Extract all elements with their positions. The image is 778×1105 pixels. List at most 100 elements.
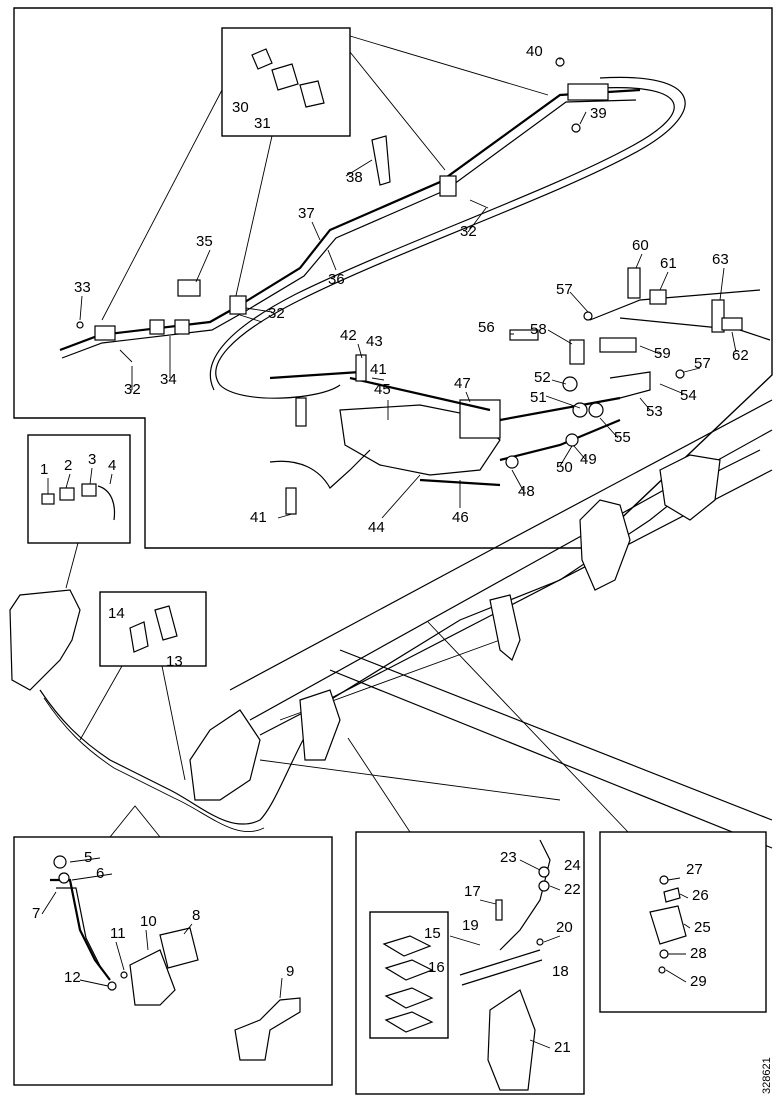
callout-50: 50 [556,459,573,476]
inset-clips-13-14 [99,591,207,667]
pipe-7-b [56,887,101,967]
washer-6 [58,872,70,884]
callout-14: 14 [108,605,125,622]
frame-pipe-run-2 [43,697,265,833]
callout-8: 8 [192,907,200,924]
frame-rail-top [229,399,773,691]
callout-53: 53 [646,403,663,420]
callout-labels: 1 2 3 4 5 6 7 8 9 10 11 12 13 14 15 16 1… [32,43,749,1056]
clip-4 [97,485,116,521]
callout-57b: 57 [694,355,711,372]
clip-32-mid [229,295,247,315]
bracket-10 [129,949,176,1006]
clip-34-b [174,319,190,335]
bracket-58 [569,339,585,365]
callout-43: 43 [366,333,383,350]
frame-rail-second-bottom [329,669,773,849]
callout-51: 51 [530,389,547,406]
callout-57a: 57 [556,281,573,298]
callout-55: 55 [614,429,631,446]
detail-box-5-12-leader [14,805,161,838]
callout-26: 26 [692,887,709,904]
clip-1 [41,493,55,505]
callout-24: 24 [564,857,581,874]
callout-39: 39 [590,105,607,122]
callout-40: 40 [526,43,543,60]
callout-29: 29 [690,973,707,990]
callout-30: 30 [232,99,249,116]
callout-18: 18 [552,963,569,980]
washer-55-a [572,402,588,418]
plug-52 [562,376,578,392]
callout-23: 23 [500,849,517,866]
nut-57-b [675,369,685,379]
nut-23 [538,866,550,878]
callout-45: 45 [374,381,391,398]
fitting-61 [649,289,667,305]
detail-box-15-24-leader [347,737,438,833]
callout-34: 34 [160,371,177,388]
callout-16: 16 [428,959,445,976]
nut-33 [76,321,84,329]
callout-17: 17 [464,883,481,900]
callout-3: 3 [88,451,96,468]
union-39 [567,83,609,101]
callout-11: 11 [110,925,126,942]
inset-13-14-leaders [79,665,186,781]
callout-38: 38 [346,169,363,186]
washer-29 [658,966,666,974]
callout-20: 20 [556,919,573,936]
callout-2: 2 [64,457,72,474]
callout-21: 21 [554,1039,571,1056]
clip-3 [81,483,97,497]
callout-49: 49 [580,451,597,468]
pipe-24 [499,839,551,951]
callout-41b: 41 [250,509,267,526]
callout-27: 27 [686,861,703,878]
callout-4: 4 [108,457,116,474]
frame-rail-second-top [339,649,773,821]
rear-bracket-module [579,499,631,591]
callout-25: 25 [694,919,711,936]
pipe-bundle-lower [61,99,637,359]
callout-47: 47 [454,375,471,392]
bracket-38 [371,135,391,186]
nut-28 [659,949,669,959]
detail-box-25-29-leader [427,621,630,833]
hoses-45-46 [269,370,621,487]
nut-11 [120,971,128,979]
clip-34-a [149,319,165,335]
callout-7: 7 [32,905,40,922]
bracket-59 [599,337,637,353]
bracket-31-a [271,63,299,91]
clip-2 [59,487,75,501]
callout-15: 15 [424,925,441,942]
front-valve-module [9,589,81,691]
frame-clip [489,594,521,661]
clip-16-c [384,1011,434,1033]
nut-57-a [583,311,593,321]
callout-6: 6 [96,865,104,882]
fitting-63 [711,299,725,333]
fitting-60 [627,267,641,299]
nut-20 [536,938,544,946]
callout-48: 48 [518,483,535,500]
inset-1-4-leader [65,542,79,589]
clip-14 [129,621,149,653]
callout-9: 9 [286,963,294,980]
callout-32b: 32 [268,305,285,322]
fitting-62 [721,317,743,331]
callout-52: 52 [534,369,551,386]
mid-bracket-module [299,689,341,761]
bolt-41-b [285,487,297,515]
nut-5 [53,855,67,869]
callout-60: 60 [632,237,649,254]
clip-13 [154,605,178,641]
bracket-9 [234,997,301,1061]
clip-16-b [384,987,434,1009]
screws-32 [119,199,489,363]
inset-clips-1-4 [27,434,131,544]
callout-13: 13 [166,653,183,670]
callout-36: 36 [328,271,345,288]
